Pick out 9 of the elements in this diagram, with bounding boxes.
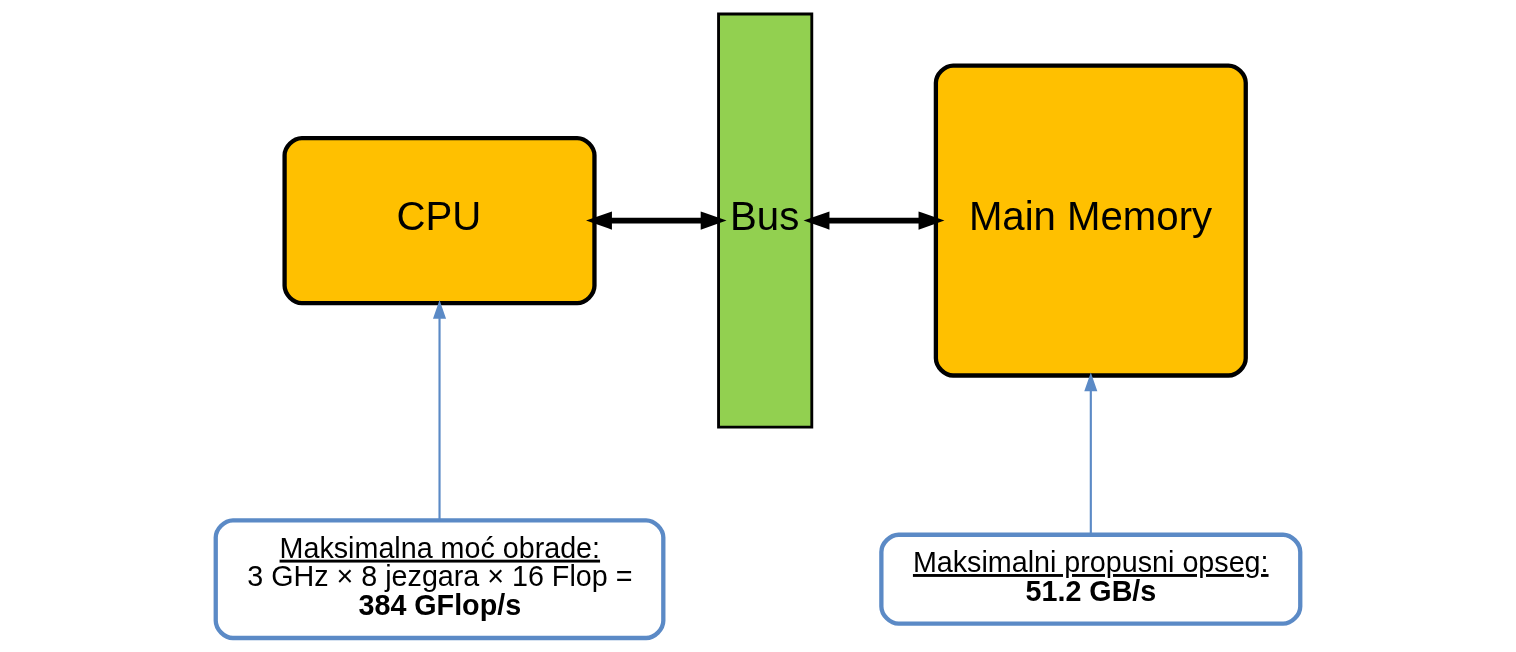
- node-box: Main Memory: [933, 63, 1248, 378]
- node-box: Maksimalni propusni opseg: 51.2 GB/s: [879, 532, 1303, 626]
- arrow: [433, 300, 447, 521]
- arrow: [586, 211, 727, 230]
- arrow: [1084, 372, 1098, 535]
- arrow: [803, 211, 945, 230]
- node-box: Bus: [717, 12, 814, 429]
- node-box: CPU: [282, 135, 597, 306]
- node-box: Maksimalna moć obrade: 3 GHz × 8 jezgara × 16 Flop = 384 GFlop/s: [213, 518, 666, 641]
